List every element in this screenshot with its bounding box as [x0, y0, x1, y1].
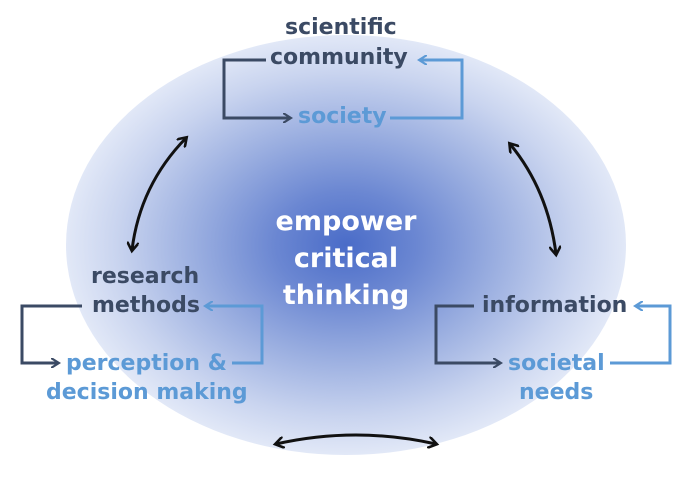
center-label: empower critical thinking [246, 203, 446, 314]
top-node-line-1: scientific [285, 15, 397, 40]
cycle-arrow-bottom [276, 433, 436, 444]
left-node-line-1: research [91, 264, 200, 289]
top-node-sub: society [298, 104, 387, 129]
cycle-arrow-top-right [510, 144, 556, 254]
left-loop-dark-arrow [20, 304, 82, 363]
right-node-line-1: information [482, 293, 628, 318]
top-node-line-2: community [270, 45, 408, 70]
left-node-sub-line-2: decision making [46, 380, 248, 405]
top-loop-dark-arrow [222, 58, 290, 118]
right-node-sub-line-2: needs [519, 380, 594, 405]
center-line-2: critical [293, 243, 399, 274]
left-loop-blue-arrow [206, 306, 264, 365]
center-line-3: thinking [282, 280, 410, 311]
cycle-arrow-top-left [132, 138, 186, 250]
left-node-line-2: methods [92, 293, 200, 318]
center-line-1: empower [275, 206, 417, 237]
left-node-sub-line-1: perception & [66, 351, 227, 376]
right-loop-blue-arrow [610, 306, 672, 365]
right-loop-dark-arrow [434, 304, 500, 363]
right-node-sub-line-1: societal [508, 351, 605, 376]
top-loop-blue-arrow [390, 60, 464, 120]
